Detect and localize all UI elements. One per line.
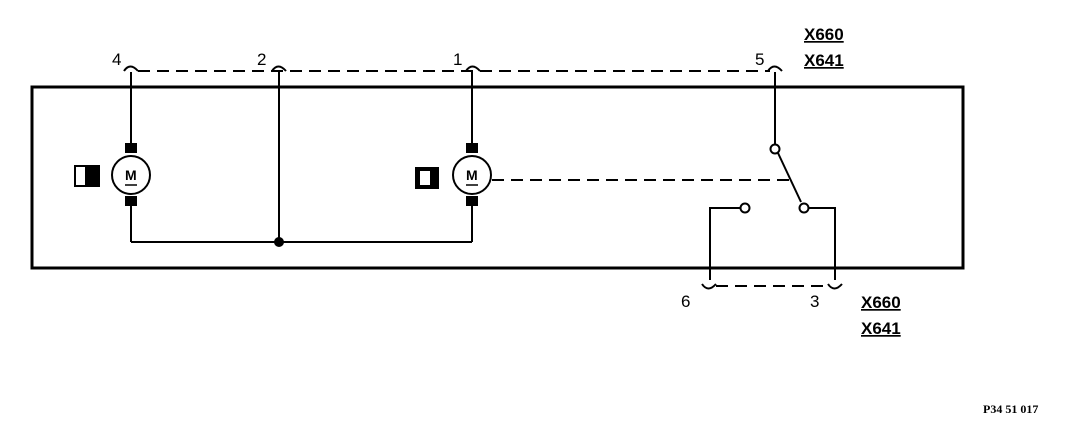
right-motor-indicator-window [420,171,430,185]
left-motor-label: M [125,167,137,183]
left-motor-icon [111,155,151,195]
left-motor-bottom-brush [125,196,137,206]
pin-1-terminal [465,65,481,72]
top-connector-label-2: X641 [804,51,844,70]
bottom-connector-label-1: X660 [861,293,901,312]
switch-lever [777,152,802,203]
wire-switch-right-to-pin3 [808,207,836,280]
figure-code: P34 51 017 [983,402,1038,416]
switch-left-contact [739,202,751,214]
pin-6-label: 6 [681,292,690,311]
wire-switch-left-to-pin6 [709,207,741,280]
junction-dot [274,237,284,247]
right-motor-bottom-brush [466,196,478,206]
right-motor-icon [452,155,492,195]
top-connector-label-1: X660 [804,25,844,44]
pin-4-terminal [123,65,139,72]
left-motor-top-brush [125,143,137,153]
pin-3-terminal [827,283,843,290]
pin-2-terminal [271,65,287,72]
left-motor-indicator-fill [85,166,99,186]
pin-5-terminal [767,65,783,72]
pin-1-label: 1 [453,50,462,69]
component-housing [30,85,965,270]
bottom-connector-label-2: X641 [861,319,901,338]
pin-5-label: 5 [755,50,764,69]
switch-common-contact [769,143,781,155]
switch-right-contact [798,202,810,214]
pin-2-label: 2 [257,50,266,69]
right-motor-label: M [466,167,478,183]
right-motor-top-brush [466,143,478,153]
pin-6-terminal [701,283,717,290]
pin-4-label: 4 [112,50,121,69]
pin-3-label: 3 [810,292,819,311]
